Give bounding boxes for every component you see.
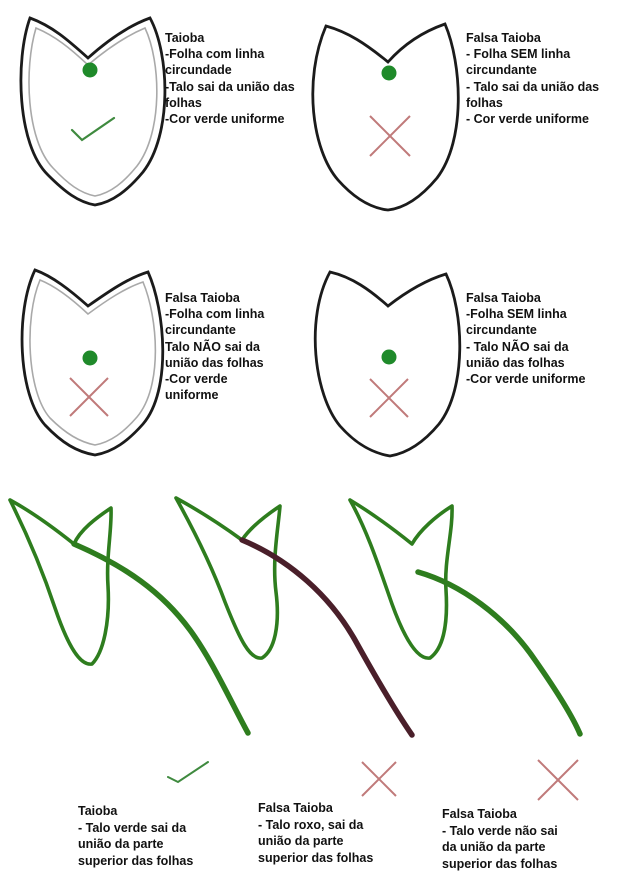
side-stem	[74, 544, 248, 733]
panel-3-false-taioba-leaf	[22, 270, 163, 455]
side-stem	[418, 572, 580, 734]
caption-line: Talo NÃO sai da	[165, 339, 264, 355]
caption-line: - Talo roxo, sai da	[258, 817, 373, 834]
check-icon	[168, 762, 208, 782]
caption-line: superior das folhas	[442, 856, 558, 873]
caption-side-view-3: Falsa Taioba - Talo verde não sai da uni…	[442, 806, 558, 872]
caption-title: Falsa Taioba	[466, 290, 585, 306]
caption-line: -Cor verde	[165, 371, 264, 387]
leaf-outline	[21, 18, 165, 205]
panel-4-false-taioba-leaf	[315, 272, 460, 456]
caption-title: Falsa Taioba	[442, 806, 558, 823]
panel-1-taioba-leaf	[21, 18, 165, 205]
caption-line: união da parte	[78, 836, 193, 853]
caption-line: - Folha SEM linha	[466, 46, 599, 62]
caption-line: da união da parte	[442, 839, 558, 856]
caption-line: - Talo NÃO sai da	[466, 339, 585, 355]
caption-panel-2: Falsa Taioba - Folha SEM linha circundan…	[466, 30, 599, 127]
side-view-3-false-taioba	[350, 500, 580, 800]
caption-line: -Folha com linha	[165, 306, 264, 322]
stem-attachment-dot	[382, 66, 397, 81]
caption-line: folhas	[466, 95, 599, 111]
caption-title: Falsa Taioba	[466, 30, 599, 46]
caption-side-view-2: Falsa Taioba - Talo roxo, sai da união d…	[258, 800, 373, 866]
stem-attachment-dot	[83, 351, 98, 366]
caption-line: - Talo sai da união das	[466, 79, 599, 95]
cross-icon	[370, 379, 408, 417]
stem-attachment-dot	[83, 63, 98, 78]
caption-panel-4: Falsa Taioba -Folha SEM linha circundant…	[466, 290, 585, 387]
caption-line: folhas	[165, 95, 295, 111]
cross-icon	[70, 378, 108, 416]
caption-line: circundante	[466, 62, 599, 78]
caption-line: - Talo verde não sai	[442, 823, 558, 840]
caption-line: circundante	[165, 322, 264, 338]
leaf-outline	[313, 24, 458, 210]
caption-line: uniforme	[165, 387, 264, 403]
caption-title: Falsa Taioba	[165, 290, 264, 306]
caption-line: união das folhas	[165, 355, 264, 371]
side-view-2-false-taioba	[176, 498, 412, 796]
caption-line: circundante	[466, 322, 585, 338]
caption-panel-3: Falsa Taioba -Folha com linha circundant…	[165, 290, 264, 403]
caption-line: - Talo verde sai da	[78, 820, 193, 837]
caption-line: união das folhas	[466, 355, 585, 371]
side-stem	[242, 540, 412, 735]
caption-title: Taioba	[78, 803, 193, 820]
caption-line: -Cor verde uniforme	[466, 371, 585, 387]
caption-title: Falsa Taioba	[258, 800, 373, 817]
caption-line: - Cor verde uniforme	[466, 111, 599, 127]
caption-line: superior das folhas	[258, 850, 373, 867]
side-view-1-taioba	[10, 500, 248, 782]
caption-side-view-1: Taioba - Talo verde sai da união da part…	[78, 803, 193, 869]
cross-icon	[370, 116, 410, 156]
check-icon	[72, 118, 114, 140]
caption-line: circundade	[165, 62, 295, 78]
caption-panel-1: Taioba -Folha com linha circundade -Talo…	[165, 30, 295, 127]
caption-line: superior das folhas	[78, 853, 193, 870]
stem-attachment-dot	[382, 350, 397, 365]
caption-line: -Talo sai da união das	[165, 79, 295, 95]
caption-line: união da parte	[258, 833, 373, 850]
panel-2-false-taioba-leaf	[313, 24, 458, 210]
cross-icon	[362, 762, 396, 796]
cross-icon	[538, 760, 578, 800]
caption-title: Taioba	[165, 30, 295, 46]
caption-line: -Folha SEM linha	[466, 306, 585, 322]
caption-line: -Folha com linha	[165, 46, 295, 62]
caption-line: -Cor verde uniforme	[165, 111, 295, 127]
side-leaf-outline	[10, 500, 111, 664]
